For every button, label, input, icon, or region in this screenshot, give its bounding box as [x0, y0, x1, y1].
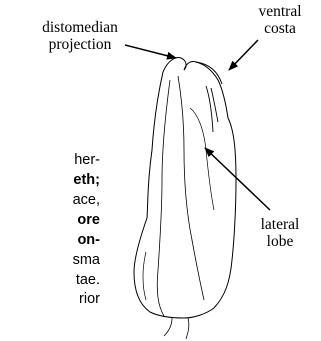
label-line: lobe [245, 233, 315, 250]
cutoff-body-text: her- eth; ace, ore on- sma tae. rior [0, 152, 101, 341]
cutoff-line: rior [0, 291, 100, 308]
label-line: lateral [245, 216, 315, 233]
inner-contour-4 [143, 252, 146, 300]
label-line: distomedian [25, 19, 135, 36]
cutoff-line: on- [0, 232, 100, 249]
basal-stub-2 [186, 318, 189, 339]
inner-contour-2 [157, 80, 170, 316]
cutoff-line: ore [0, 212, 100, 229]
distomedian-projection [163, 58, 196, 72]
arrow-lateral-lobe [205, 148, 270, 210]
label-ventral-costa: ventral costa [245, 3, 315, 37]
cutoff-line: her- [0, 152, 100, 169]
label-line: costa [245, 20, 315, 37]
label-lateral-lobe: lateral lobe [245, 216, 315, 250]
label-distomedian-projection: distomedian projection [25, 19, 135, 53]
cutoff-line: sma [0, 252, 100, 269]
cutoff-line: eth; [0, 172, 100, 189]
cutoff-line: ace, [0, 192, 100, 209]
label-line: projection [25, 36, 135, 53]
basal-stub [164, 318, 172, 336]
arrow-ventral-costa [229, 40, 258, 70]
label-line: ventral [245, 3, 315, 20]
cutoff-line: tae. [0, 272, 100, 289]
inner-contour-1 [178, 76, 204, 300]
inner-contour-3 [190, 108, 214, 210]
